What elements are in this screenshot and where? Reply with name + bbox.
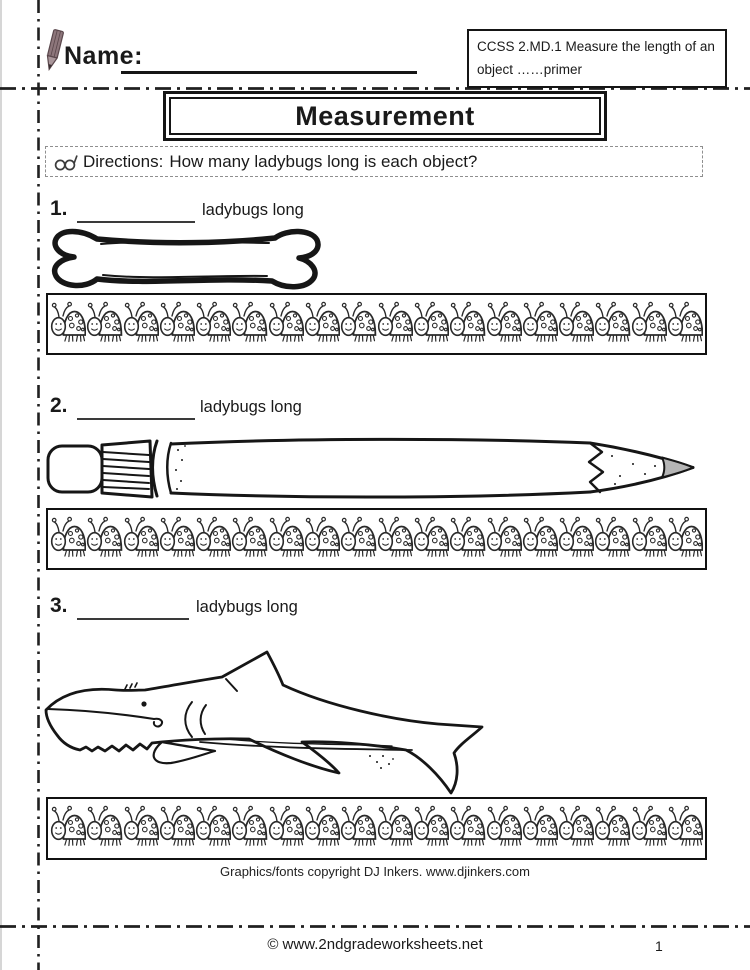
ladybug-icon bbox=[559, 301, 595, 343]
ladybug-icon bbox=[232, 805, 268, 847]
ladybug-icon bbox=[486, 516, 522, 558]
ladybug-icon bbox=[631, 301, 668, 343]
ladybug-icon bbox=[196, 805, 232, 847]
ladybug-icon bbox=[486, 301, 522, 343]
ladybug-icon bbox=[522, 805, 559, 847]
ladybug-icon bbox=[196, 516, 232, 558]
shark-illustration bbox=[44, 650, 484, 795]
page-title: Measurement bbox=[169, 97, 601, 135]
item-2-number: 2. bbox=[50, 394, 68, 417]
site-footer: © www.2ndgradeworksheets.net bbox=[267, 936, 483, 953]
ladybug-ruler-1 bbox=[46, 293, 707, 355]
ladybug-icon bbox=[413, 301, 450, 343]
ladybug-icon bbox=[341, 301, 377, 343]
item-3-number: 3. bbox=[50, 594, 68, 617]
ladybug-icon bbox=[595, 301, 631, 343]
item-3-answer-blank bbox=[77, 618, 189, 620]
ladybug-icon bbox=[413, 805, 450, 847]
pencil-illustration bbox=[46, 437, 695, 499]
ladybug-icon bbox=[450, 301, 486, 343]
ladybug-icon bbox=[123, 805, 159, 847]
directions-box: Directions: How many ladybugs long is ea… bbox=[45, 146, 703, 177]
ladybug-icon bbox=[304, 805, 341, 847]
ladybug-icon bbox=[450, 805, 486, 847]
ladybug-icon bbox=[667, 516, 704, 558]
ladybug-icon bbox=[341, 805, 377, 847]
ladybug-icon bbox=[450, 516, 486, 558]
ccss-line1: CCSS 2.MD.1 Measure the length of an bbox=[477, 39, 715, 54]
name-blank-line bbox=[121, 71, 417, 74]
ladybug-icon bbox=[377, 805, 413, 847]
pencil-icon bbox=[46, 29, 64, 72]
ccss-line2: object ……primer bbox=[477, 62, 583, 77]
ladybug-icon bbox=[123, 516, 159, 558]
ladybug-icon bbox=[159, 301, 196, 343]
ladybug-icon bbox=[232, 301, 268, 343]
ladybug-icon bbox=[631, 805, 668, 847]
ladybug-icon bbox=[232, 516, 268, 558]
ladybug-icon bbox=[268, 805, 305, 847]
directions-text: How many ladybugs long is each object? bbox=[169, 151, 478, 171]
ladybug-icon bbox=[595, 805, 631, 847]
ladybug-icon bbox=[522, 516, 559, 558]
ladybug-icon bbox=[631, 516, 668, 558]
directions-label: Directions: bbox=[83, 151, 164, 171]
ladybug-icon bbox=[559, 516, 595, 558]
page-number: 1 bbox=[655, 938, 663, 954]
ladybug-icon bbox=[50, 301, 87, 343]
ladybug-icon bbox=[196, 301, 232, 343]
title-box: Measurement bbox=[163, 91, 607, 141]
ladybug-icon bbox=[87, 516, 123, 558]
ladybug-icon bbox=[413, 516, 450, 558]
glasses-icon bbox=[54, 154, 78, 170]
ladybug-icon bbox=[159, 805, 196, 847]
ladybug-icon bbox=[268, 516, 305, 558]
ladybug-ruler-2 bbox=[46, 508, 707, 570]
ladybug-icon bbox=[123, 301, 159, 343]
ladybug-icon bbox=[50, 805, 87, 847]
ladybug-icon bbox=[304, 516, 341, 558]
ladybug-icon bbox=[595, 516, 631, 558]
item-1-label: ladybugs long bbox=[202, 201, 304, 219]
ladybug-icon bbox=[159, 516, 196, 558]
ladybug-ruler-3 bbox=[46, 797, 707, 860]
ladybug-icon bbox=[559, 805, 595, 847]
ladybug-icon bbox=[667, 805, 704, 847]
ladybug-icon bbox=[50, 516, 87, 558]
item-2-label: ladybugs long bbox=[200, 398, 302, 416]
ladybug-icon bbox=[522, 301, 559, 343]
ladybug-icon bbox=[87, 301, 123, 343]
ladybug-icon bbox=[268, 301, 305, 343]
ladybug-icon bbox=[377, 516, 413, 558]
ladybug-icon bbox=[377, 301, 413, 343]
item-1-answer-blank bbox=[77, 221, 195, 223]
ladybug-icon bbox=[87, 805, 123, 847]
item-1-number: 1. bbox=[50, 197, 68, 220]
bone-illustration bbox=[51, 228, 321, 290]
ccss-standard-box: CCSS 2.MD.1 Measure the length of an obj… bbox=[467, 29, 727, 88]
ladybug-icon bbox=[304, 301, 341, 343]
name-label: Name: bbox=[64, 42, 143, 70]
ladybug-icon bbox=[341, 516, 377, 558]
ladybug-icon bbox=[667, 301, 704, 343]
ladybug-icon bbox=[486, 805, 522, 847]
credit-line: Graphics/fonts copyright DJ Inkers. www.… bbox=[220, 864, 530, 879]
item-3-label: ladybugs long bbox=[196, 598, 298, 616]
item-2-answer-blank bbox=[77, 418, 195, 420]
